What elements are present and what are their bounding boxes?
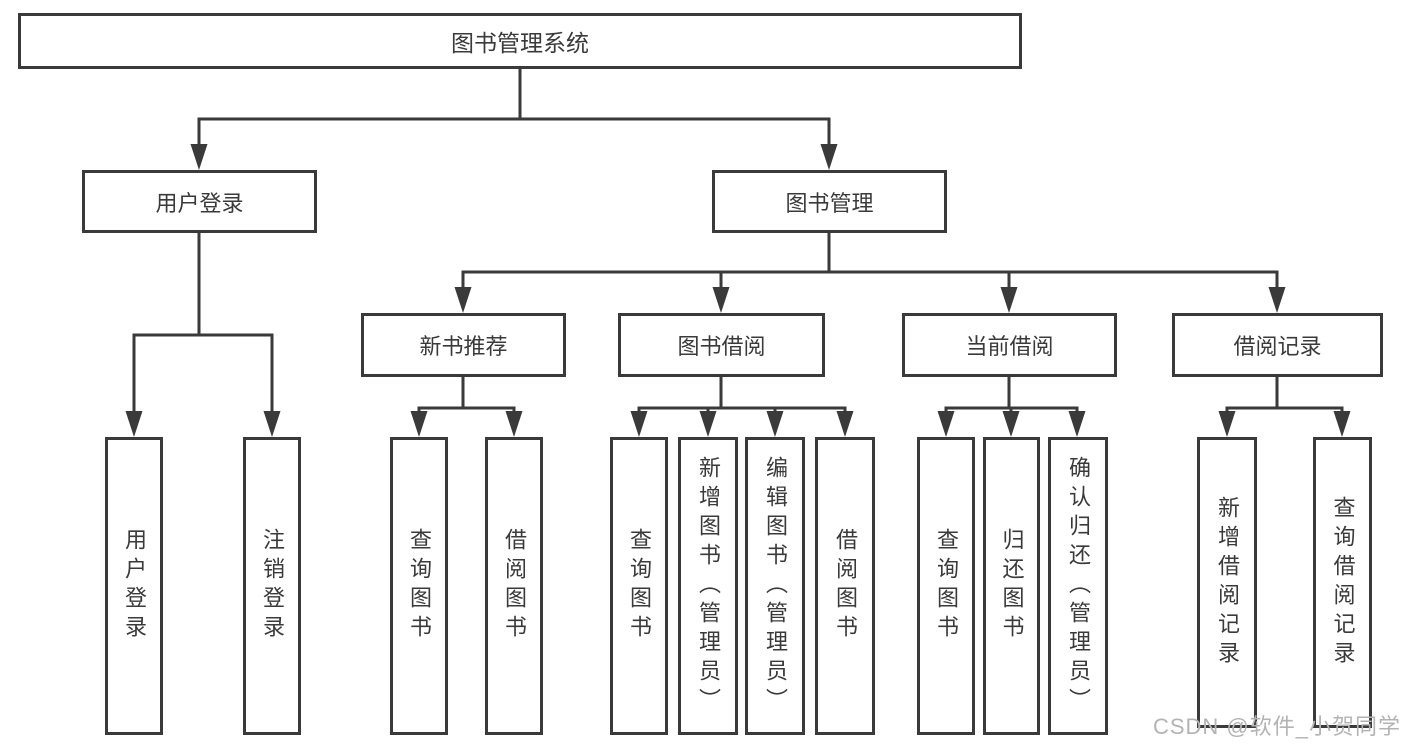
node-borrowing-records: 借阅记录	[1172, 313, 1383, 377]
node-user-login: 用户登录	[82, 170, 317, 233]
leaf-borrow-books-borrowing: 借阅图书	[815, 437, 875, 735]
leaf-query-borrow-record-label: 查询借阅记录	[1330, 495, 1356, 670]
leaf-add-borrow-record: 新增借阅记录	[1197, 437, 1257, 728]
node-new-book-recommend: 新书推荐	[361, 313, 566, 377]
node-root-label: 图书管理系统	[451, 30, 589, 56]
leaf-return-books-label: 归还图书	[999, 528, 1025, 644]
connector-user-login-to-leaves	[125, 231, 281, 437]
node-user-login-label: 用户登录	[155, 190, 244, 216]
leaf-edit-books-admin-label: 编辑图书（管理员）	[763, 455, 788, 717]
leaf-query-books-current-label: 查询图书	[934, 528, 959, 644]
connector-book-borrowing-to-leaves	[630, 375, 854, 437]
node-current-borrowing: 当前借阅	[902, 313, 1117, 377]
leaf-confirm-return-admin: 确认归还（管理员）	[1048, 437, 1108, 735]
leaf-logout-label: 注销登录	[260, 528, 285, 644]
node-book-management-label: 图书管理	[785, 190, 874, 216]
watermark: CSDN @软件_小贺同学	[1152, 714, 1401, 739]
node-book-management: 图书管理	[712, 170, 947, 233]
connector-borrowing-records-to-leaves	[1218, 375, 1351, 437]
leaf-add-borrow-record-label: 新增借阅记录	[1215, 495, 1240, 670]
leaf-edit-books-admin: 编辑图书（管理员）	[745, 437, 805, 735]
node-book-borrowing-label: 图书借阅	[677, 334, 766, 359]
leaf-user-login-label: 用户登录	[122, 528, 147, 644]
leaf-query-books-borrowing-label: 查询图书	[627, 528, 652, 644]
node-book-borrowing: 图书借阅	[618, 313, 825, 377]
leaf-query-books-recommend-label: 查询图书	[407, 528, 432, 644]
leaf-confirm-return-admin-label: 确认归还（管理员）	[1066, 455, 1091, 717]
connector-root-to-level1	[190, 67, 838, 170]
node-root: 图书管理系统	[18, 13, 1022, 69]
leaf-query-books-recommend: 查询图书	[390, 437, 448, 735]
leaf-logout: 注销登录	[243, 437, 301, 735]
connector-new-book-recommend-to-leaves	[410, 375, 523, 437]
node-current-borrowing-label: 当前借阅	[965, 334, 1054, 359]
node-borrowing-records-label: 借阅记录	[1233, 334, 1322, 359]
leaf-query-borrow-record: 查询借阅记录	[1313, 437, 1372, 728]
connector-book-management-to-level2	[454, 231, 1286, 313]
leaf-borrow-books-recommend-label: 借阅图书	[502, 528, 527, 644]
node-new-book-recommend-label: 新书推荐	[419, 334, 508, 359]
leaf-user-login: 用户登录	[105, 437, 163, 735]
leaf-borrow-books-borrowing-label: 借阅图书	[833, 528, 858, 644]
leaf-query-books-current: 查询图书	[917, 437, 975, 735]
leaf-query-books-borrowing: 查询图书	[610, 437, 668, 735]
leaf-add-books-admin-label: 新增图书（管理员）	[696, 455, 721, 717]
leaf-return-books: 归还图书	[983, 437, 1040, 735]
connector-current-borrowing-to-leaves	[937, 375, 1086, 437]
leaf-borrow-books-recommend: 借阅图书	[485, 437, 543, 735]
leaf-add-books-admin: 新增图书（管理员）	[678, 437, 738, 735]
